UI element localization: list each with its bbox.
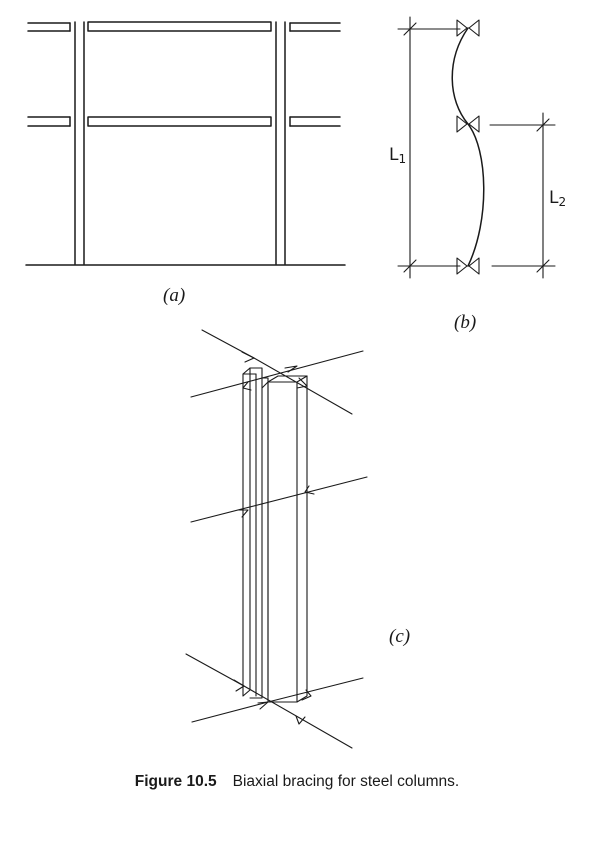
brace-top: [456, 19, 480, 37]
figure-caption: Figure 10.5 Biaxial bracing for steel col…: [0, 773, 594, 791]
mid-beam-left: [27, 116, 71, 127]
mid-beam-right: [289, 116, 341, 127]
caption-text: Biaxial bracing for steel columns.: [232, 773, 460, 790]
top-beam-right: [289, 22, 341, 32]
dimension-L1: L1: [389, 16, 461, 279]
dimension-L2: L2: [489, 112, 566, 279]
top-beam-left: [27, 22, 71, 32]
mid-bracing: [190, 476, 368, 523]
label-a: (a): [163, 285, 185, 306]
right-column: [275, 21, 286, 265]
buckling-diagram: L1 L2 (b): [389, 16, 566, 333]
top-beam-middle: [87, 21, 272, 32]
frame-elevation: (a): [25, 21, 346, 306]
left-column: [74, 21, 85, 265]
label-b: (b): [454, 312, 476, 333]
top-bracing: [190, 329, 364, 415]
brace-middle: [456, 115, 480, 133]
mid-beam-middle: [87, 116, 272, 127]
label-L1: L1: [389, 145, 406, 166]
right-flange: [267, 375, 308, 703]
label-c: (c): [389, 626, 410, 647]
bottom-bracing: [185, 653, 364, 749]
web: [261, 377, 269, 697]
isometric-column: (c): [185, 329, 410, 749]
label-L2: L2: [549, 188, 566, 209]
buckled-shape: [451, 27, 485, 267]
caption-number: Figure 10.5: [134, 773, 217, 790]
left-flange: [242, 367, 263, 699]
brace-bottom: [456, 257, 480, 275]
